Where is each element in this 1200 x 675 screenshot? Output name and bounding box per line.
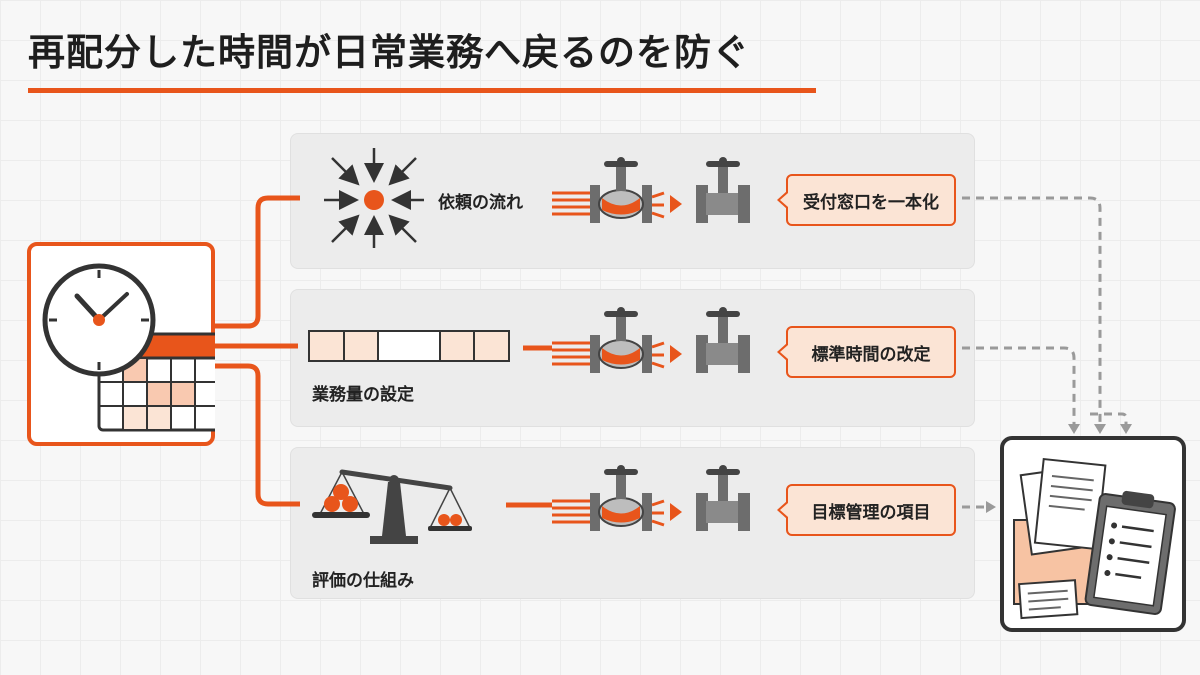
dashed-arrowheads	[986, 424, 1132, 513]
row-label-evaluation: 評価の仕組み	[312, 571, 414, 591]
workload-bar-icon	[308, 330, 510, 362]
closed-valve-icon	[696, 465, 750, 531]
closed-valve-icon	[696, 307, 750, 373]
clock-calendar-icon	[27, 242, 215, 446]
converging-arrows-icon	[324, 148, 424, 248]
flow-arrow-icon	[670, 503, 682, 521]
page-title: 再配分した時間が日常業務へ戻るのを防ぐ	[28, 31, 750, 74]
dashed-arrow-2b	[1090, 412, 1128, 424]
valve-icon	[552, 465, 665, 531]
flow-arrow-icon	[670, 345, 682, 363]
flow-arrow-icon	[670, 195, 682, 213]
result-box-single-window: 受付窓口を一本化	[777, 174, 956, 226]
valve-icon	[552, 307, 665, 373]
valve-group-2	[552, 307, 750, 373]
balance-scale-icon	[312, 469, 472, 544]
valve-group-3	[552, 465, 750, 531]
arrowhead-a	[1068, 424, 1080, 434]
dashed-arrow-1	[962, 196, 1102, 424]
title-underline	[28, 88, 816, 93]
dashed-arrow-2	[962, 346, 1076, 424]
documents-clipboard-icon	[1000, 436, 1186, 632]
arrowhead-b	[1094, 424, 1106, 434]
arrowhead-c	[1120, 424, 1132, 434]
dashed-arrows	[962, 196, 1128, 509]
arrowhead-d	[986, 501, 996, 513]
row-label-request-flow: 依頼の流れ	[438, 193, 523, 213]
result-box-standard-time: 標準時間の改定	[777, 326, 956, 378]
branch-line-3	[214, 363, 300, 507]
closed-valve-icon	[696, 157, 750, 223]
row-label-workload: 業務量の設定	[312, 385, 414, 405]
valve-icon	[552, 157, 665, 223]
valve-group-1	[552, 157, 750, 223]
branch-line-1	[214, 195, 300, 329]
result-box-goal-items: 目標管理の項目	[777, 484, 956, 536]
